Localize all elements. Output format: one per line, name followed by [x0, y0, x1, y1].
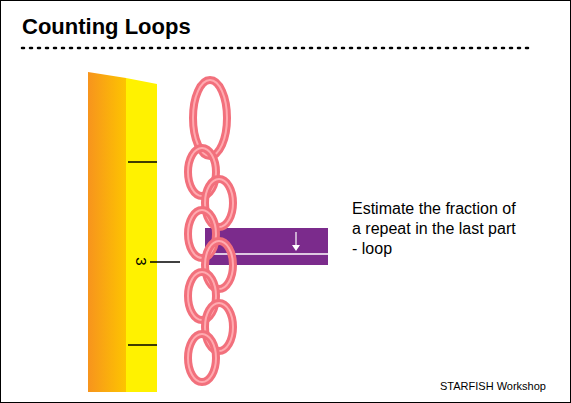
footer-text: STARFISH Workshop — [440, 380, 546, 394]
loop-chain — [188, 80, 233, 382]
title-rule — [22, 47, 532, 50]
ruler — [88, 72, 180, 392]
note-text: Estimate the fraction of a repeat in the… — [352, 199, 520, 259]
ruler-number: 3 — [131, 257, 150, 265]
slide-title: Counting Loops — [22, 14, 191, 40]
